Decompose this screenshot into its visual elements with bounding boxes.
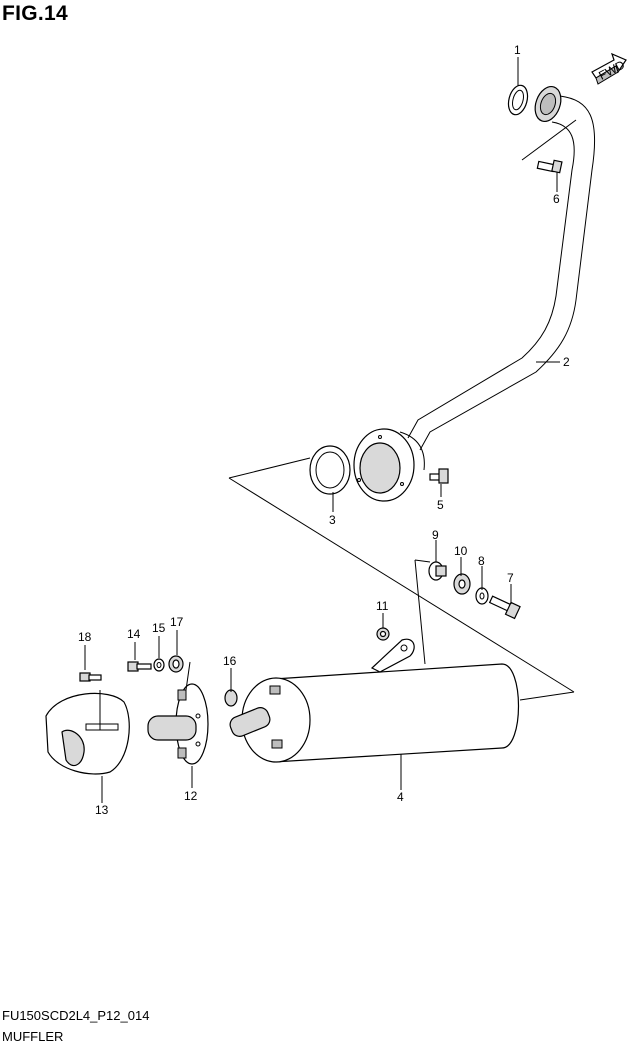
label-part-17: 17 xyxy=(170,615,184,629)
label-part-16: 16 xyxy=(223,654,237,668)
label-part-18: 18 xyxy=(78,630,92,644)
label-part-11: 11 xyxy=(376,599,389,613)
label-part-1: 1 xyxy=(514,43,521,57)
gasket-16[interactable] xyxy=(224,689,238,707)
label-part-2: 2 xyxy=(563,355,570,369)
label-part-13: 13 xyxy=(95,803,109,817)
exhaust-pipe[interactable] xyxy=(353,83,596,502)
bolt-18[interactable] xyxy=(79,672,102,682)
fwd-arrow-icon: FWD xyxy=(591,52,627,85)
figure-caption: MUFFLER xyxy=(2,1029,64,1044)
muffler-joint-12[interactable] xyxy=(147,683,209,765)
bolt-6[interactable] xyxy=(536,159,563,174)
collar-17[interactable] xyxy=(168,655,184,673)
part-labels: 1 2 3 4 5 6 7 8 9 10 11 12 13 14 15 16 1… xyxy=(78,43,570,817)
label-part-5: 5 xyxy=(437,498,444,512)
label-part-7: 7 xyxy=(507,571,514,585)
label-part-15: 15 xyxy=(152,621,166,635)
figure-title: FIG.14 xyxy=(2,2,68,25)
label-part-6: 6 xyxy=(553,192,560,206)
bolt-5[interactable] xyxy=(429,468,449,484)
label-part-3: 3 xyxy=(329,513,336,527)
label-part-14: 14 xyxy=(127,627,141,641)
washer-15[interactable] xyxy=(153,658,165,672)
label-part-12: 12 xyxy=(184,789,198,803)
gasket-1[interactable] xyxy=(505,83,530,117)
grommet-10[interactable] xyxy=(453,573,471,595)
fwd-label: FWD xyxy=(596,57,627,82)
label-part-4: 4 xyxy=(397,790,404,804)
nut-11[interactable] xyxy=(376,627,390,641)
bolt-14[interactable] xyxy=(127,661,152,672)
washer-8[interactable] xyxy=(475,587,489,605)
label-part-10: 10 xyxy=(454,544,468,558)
collar-9[interactable] xyxy=(428,561,447,581)
document-code: FU150SCD2L4_P12_014 xyxy=(2,1008,150,1023)
label-part-8: 8 xyxy=(478,554,485,568)
reference-lines xyxy=(84,57,577,803)
bolt-7[interactable] xyxy=(488,595,521,620)
muffler-cover-13[interactable] xyxy=(45,692,130,775)
gasket-3[interactable] xyxy=(309,445,351,495)
muffler-body[interactable] xyxy=(228,638,520,763)
label-part-9: 9 xyxy=(432,528,439,542)
